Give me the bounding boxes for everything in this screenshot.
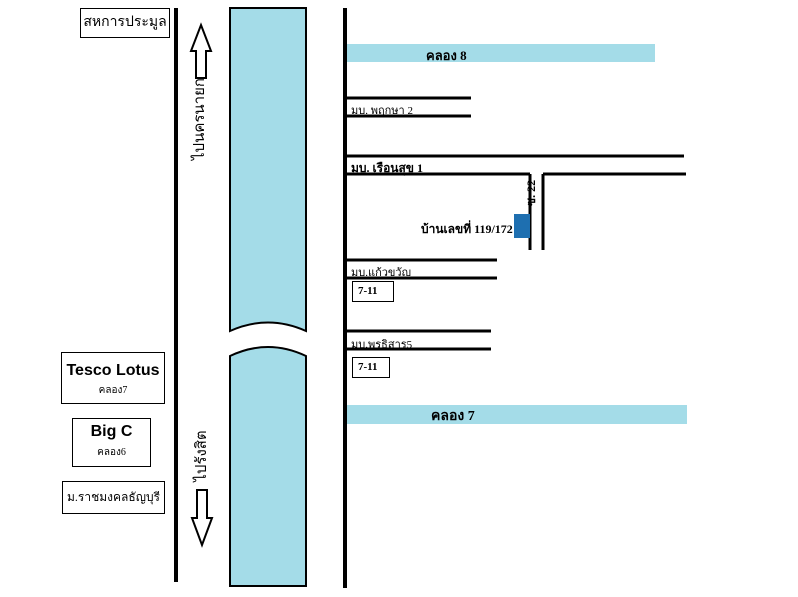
main-canal-south xyxy=(229,346,307,587)
bigc-subtitle: คลอง6 xyxy=(97,447,126,458)
direction-south-label: ไปรังสิต xyxy=(194,430,210,482)
direction-north-label: ไปนครนายก xyxy=(192,78,208,160)
khlong7-label: คลอง 7 xyxy=(431,409,475,424)
khlong7-canal xyxy=(346,405,687,424)
village-pornsiri5-label: มบ.พรธิสาร5 xyxy=(351,339,413,351)
university-label: ม.ราชมงคลธัญบุรี xyxy=(67,490,160,504)
seven-eleven-b: 7-11 xyxy=(352,357,390,378)
landmark-university: ม.ราชมงคลธัญบุรี xyxy=(62,481,165,514)
bigc-title: Big C xyxy=(90,423,133,440)
village-ruensuk1-label: มบ. เรือนสุข 1 xyxy=(351,161,424,175)
main-canal-north xyxy=(229,7,307,333)
tesco-title: Tesco Lotus xyxy=(66,362,160,379)
landmark-bigc: Big C คลอง6 xyxy=(72,418,151,467)
soi22-label: ซ. 22 xyxy=(524,179,538,207)
village-kaewkwan-label: มบ.แก้วขวัญ xyxy=(351,267,411,279)
tesco-subtitle: คลอง7 xyxy=(98,385,128,396)
khlong8-canal xyxy=(346,44,655,62)
arrow-down-icon xyxy=(190,489,214,548)
landmark-sahakorn-label: สหการประมูล xyxy=(83,15,167,30)
khlong8-label: คลอง 8 xyxy=(426,48,467,63)
house-marker xyxy=(514,214,530,238)
village-pruksa2-label: มบ. พฤกษา 2 xyxy=(351,105,413,117)
seven-eleven-a: 7-11 xyxy=(352,281,394,302)
house-number-label: บ้านเลขที่ 119/172 xyxy=(421,222,513,236)
seven-eleven-a-label: 7-11 xyxy=(358,285,378,297)
landmark-tesco: Tesco Lotus คลอง7 xyxy=(61,352,165,404)
seven-eleven-b-label: 7-11 xyxy=(358,361,378,373)
landmark-sahakorn: สหการประมูล xyxy=(80,8,170,38)
arrow-up-icon xyxy=(189,22,213,79)
